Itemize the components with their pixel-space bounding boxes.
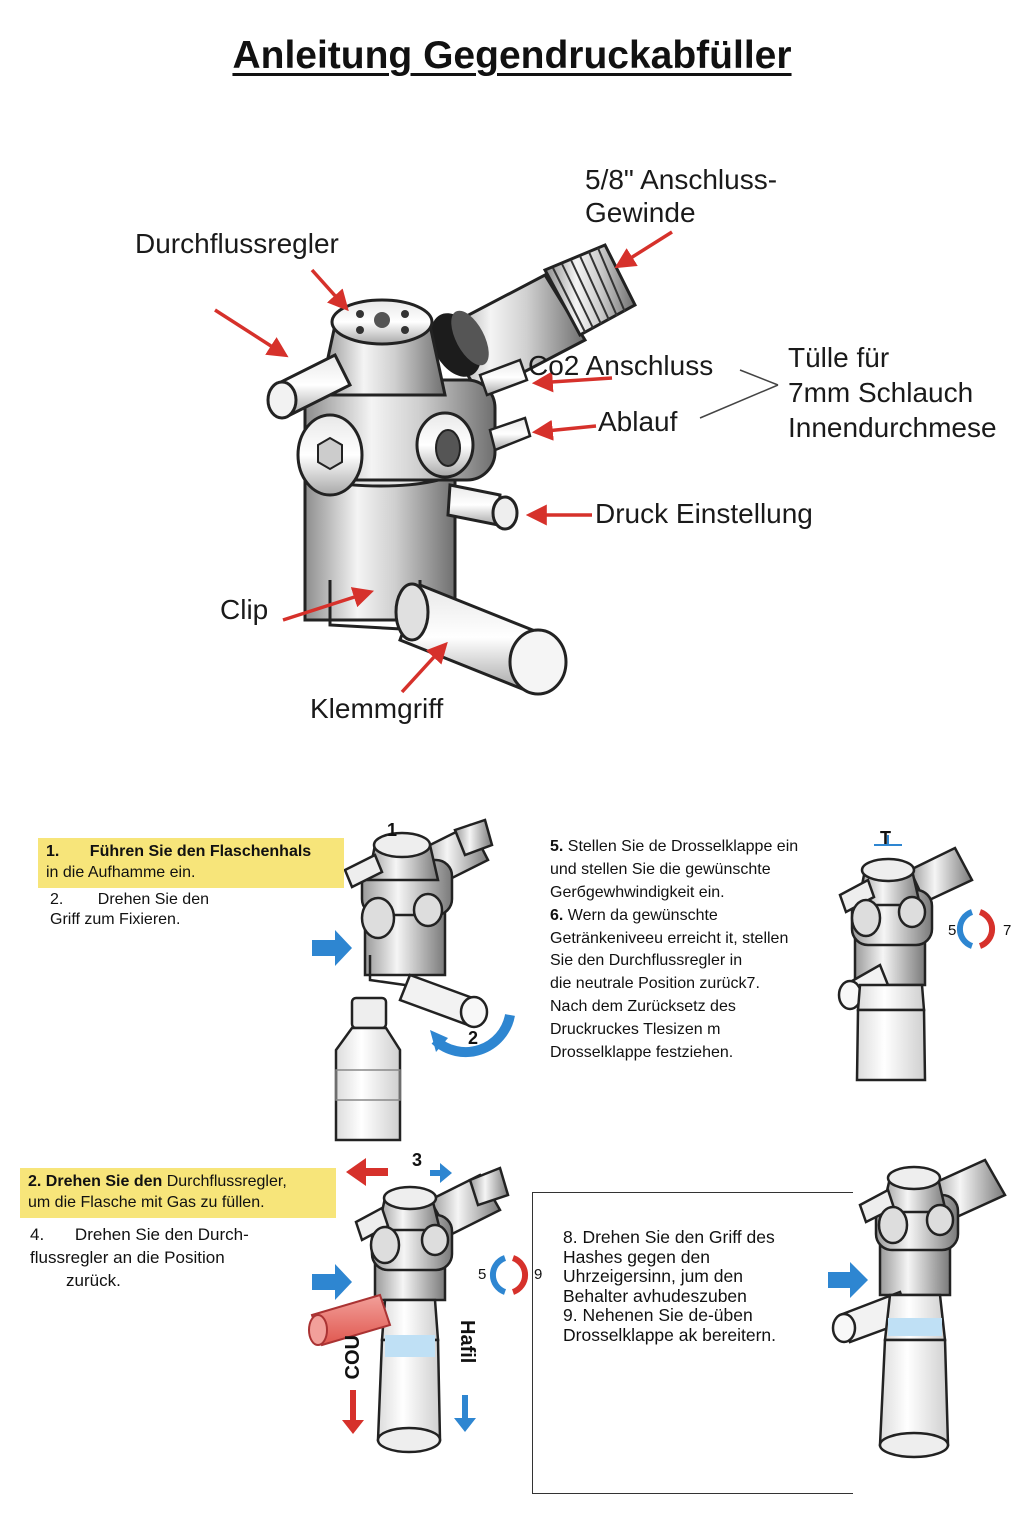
device-figure-4: [831, 1158, 1007, 1459]
label-clip: Clip: [220, 594, 269, 625]
step1-item2-line2: Griff zum Fixieren.: [50, 911, 181, 928]
step1-item2-text: Drehen Sie den: [97, 891, 209, 908]
figure3-rot-left: 5: [948, 922, 957, 939]
step3-line-7: die neutrale Position zurück7.: [550, 975, 760, 993]
figure2-rot-right: 9: [534, 1266, 543, 1283]
step3-text: 5. Stellen Sie de Drosselklappe ein und …: [550, 836, 798, 1065]
step4-line-2: Hashes gegen den: [563, 1246, 710, 1267]
rotate-icon: [489, 1255, 507, 1295]
step2-item4-text: Drehen Sie den Durch-: [74, 1225, 249, 1244]
device-figure-3: [837, 846, 974, 1082]
step1-highlight-num: 1.: [46, 843, 60, 860]
step2-item4-line2: flussregler an die Position: [30, 1247, 225, 1267]
figure3-top: T: [880, 828, 891, 848]
arrow-icon: [430, 1163, 452, 1183]
step3-line-6: Sie den Durchflussregler in: [550, 952, 743, 970]
step1-continuation: in die Aufhamme ein.: [46, 863, 196, 881]
label-klemmgriff: Klemmgriff: [310, 693, 444, 724]
step1-highlight-text: Führen Sie den Flaschenhals: [89, 843, 312, 860]
step1-item2-num: 2.: [50, 891, 64, 908]
step2-highlight-bold: 2. Drehen Sie den: [28, 1173, 163, 1190]
figure2-number: 3: [412, 1150, 423, 1170]
step2-item4-num: 4.: [30, 1225, 45, 1244]
label-druck-einstellung: Druck Einstellung: [595, 498, 813, 529]
arrow-icon: [342, 1390, 364, 1434]
thread-pipe: [430, 243, 637, 397]
arrow-icon: [454, 1395, 476, 1432]
step1-highlight: 1. Führen Sie den Flaschenhals in die Au…: [38, 838, 344, 888]
figure3-rot-right: 7: [1003, 922, 1012, 939]
step4-text: 8. Drehen Sie den Griff des Hashes gegen…: [563, 1227, 777, 1346]
step4-box: [532, 1192, 853, 1494]
device-figure-2: [354, 1166, 510, 1454]
step2-item4: 4. Drehen Sie den Durch- flussregler an …: [30, 1224, 249, 1293]
label-tuelle-line3: Innendurchmese: [788, 412, 997, 443]
rotate-icon: [978, 909, 996, 949]
arrow-icon: [312, 1264, 352, 1300]
step3-line-4: 6. Wern da gewünschte: [550, 906, 718, 924]
figure1-number: 1: [387, 820, 398, 840]
step2-highlight-line2: um die Flasche mit Gas zu füllen.: [28, 1193, 265, 1211]
label-gewinde-line1: 5/8" Anschluss-: [585, 164, 778, 195]
page-title: Anleitung Gegendruckabfüller: [232, 34, 792, 77]
rotate-icon: [956, 909, 974, 949]
label-ablauf: Ablauf: [598, 406, 678, 437]
filler-device-illustration: [214, 230, 779, 696]
step2-highlight: 2. Drehen Sie den Durchflussregler, um d…: [20, 1168, 336, 1218]
step3-line-8: Nach dem Zurücksetz des: [550, 998, 736, 1016]
label-tuelle-line2: 7mm Schlauch: [788, 377, 974, 408]
step2-item4-line3: zurück.: [66, 1270, 121, 1290]
figure2-rot-left: 5: [478, 1266, 487, 1283]
step3-line-3: Gerбgewhwindigkeit ein.: [550, 883, 725, 901]
step3-line-2: und stellen Sie die gewünschte: [550, 860, 771, 878]
step4-line-1: 8. Drehen Sie den Griff des: [563, 1227, 775, 1247]
label-tuelle-line1: Tülle für: [788, 342, 890, 373]
step4-line-3: Uhrzeigersinn, jum den: [563, 1266, 743, 1287]
figure2-vert-left: COU: [342, 1335, 364, 1380]
label-durchflussregler: Durchflussregler: [135, 228, 339, 259]
arrow-icon: [346, 1158, 388, 1186]
bottle-icon: [334, 996, 402, 1142]
step3-line-1: 5. Stellen Sie de Drosselklappe ein: [550, 838, 799, 855]
label-co2-anschluss: Co2 Anschluss: [528, 350, 714, 381]
step2-highlight-rest: Durchflussregler,: [162, 1173, 287, 1190]
step3-line-10: Drosselklappe festziehen.: [550, 1043, 734, 1061]
rotate-icon: [511, 1255, 529, 1295]
label-gewinde-line2: Gewinde: [585, 197, 696, 228]
step1-item2: 2. Drehen Sie den Griff zum Fixieren.: [50, 890, 209, 930]
step4-line-6: Drosselklappe ak bereitern.: [563, 1324, 777, 1345]
figure2-vert-right: Hafil: [456, 1320, 478, 1364]
device-figure-1: [343, 818, 494, 1029]
figure1-rotate-number: 2: [468, 1028, 479, 1048]
step4-line-4: Behalter avhudeszuben: [563, 1285, 747, 1306]
step3-line-5: Getränkeniveeu erreicht it, stellen: [550, 929, 789, 947]
arrow-icon: [312, 930, 352, 966]
step3-line-9: Druckruckes Tlesizen m: [550, 1021, 721, 1038]
step4-line-5: 9. Nehenen Sie de-üben: [563, 1305, 753, 1326]
